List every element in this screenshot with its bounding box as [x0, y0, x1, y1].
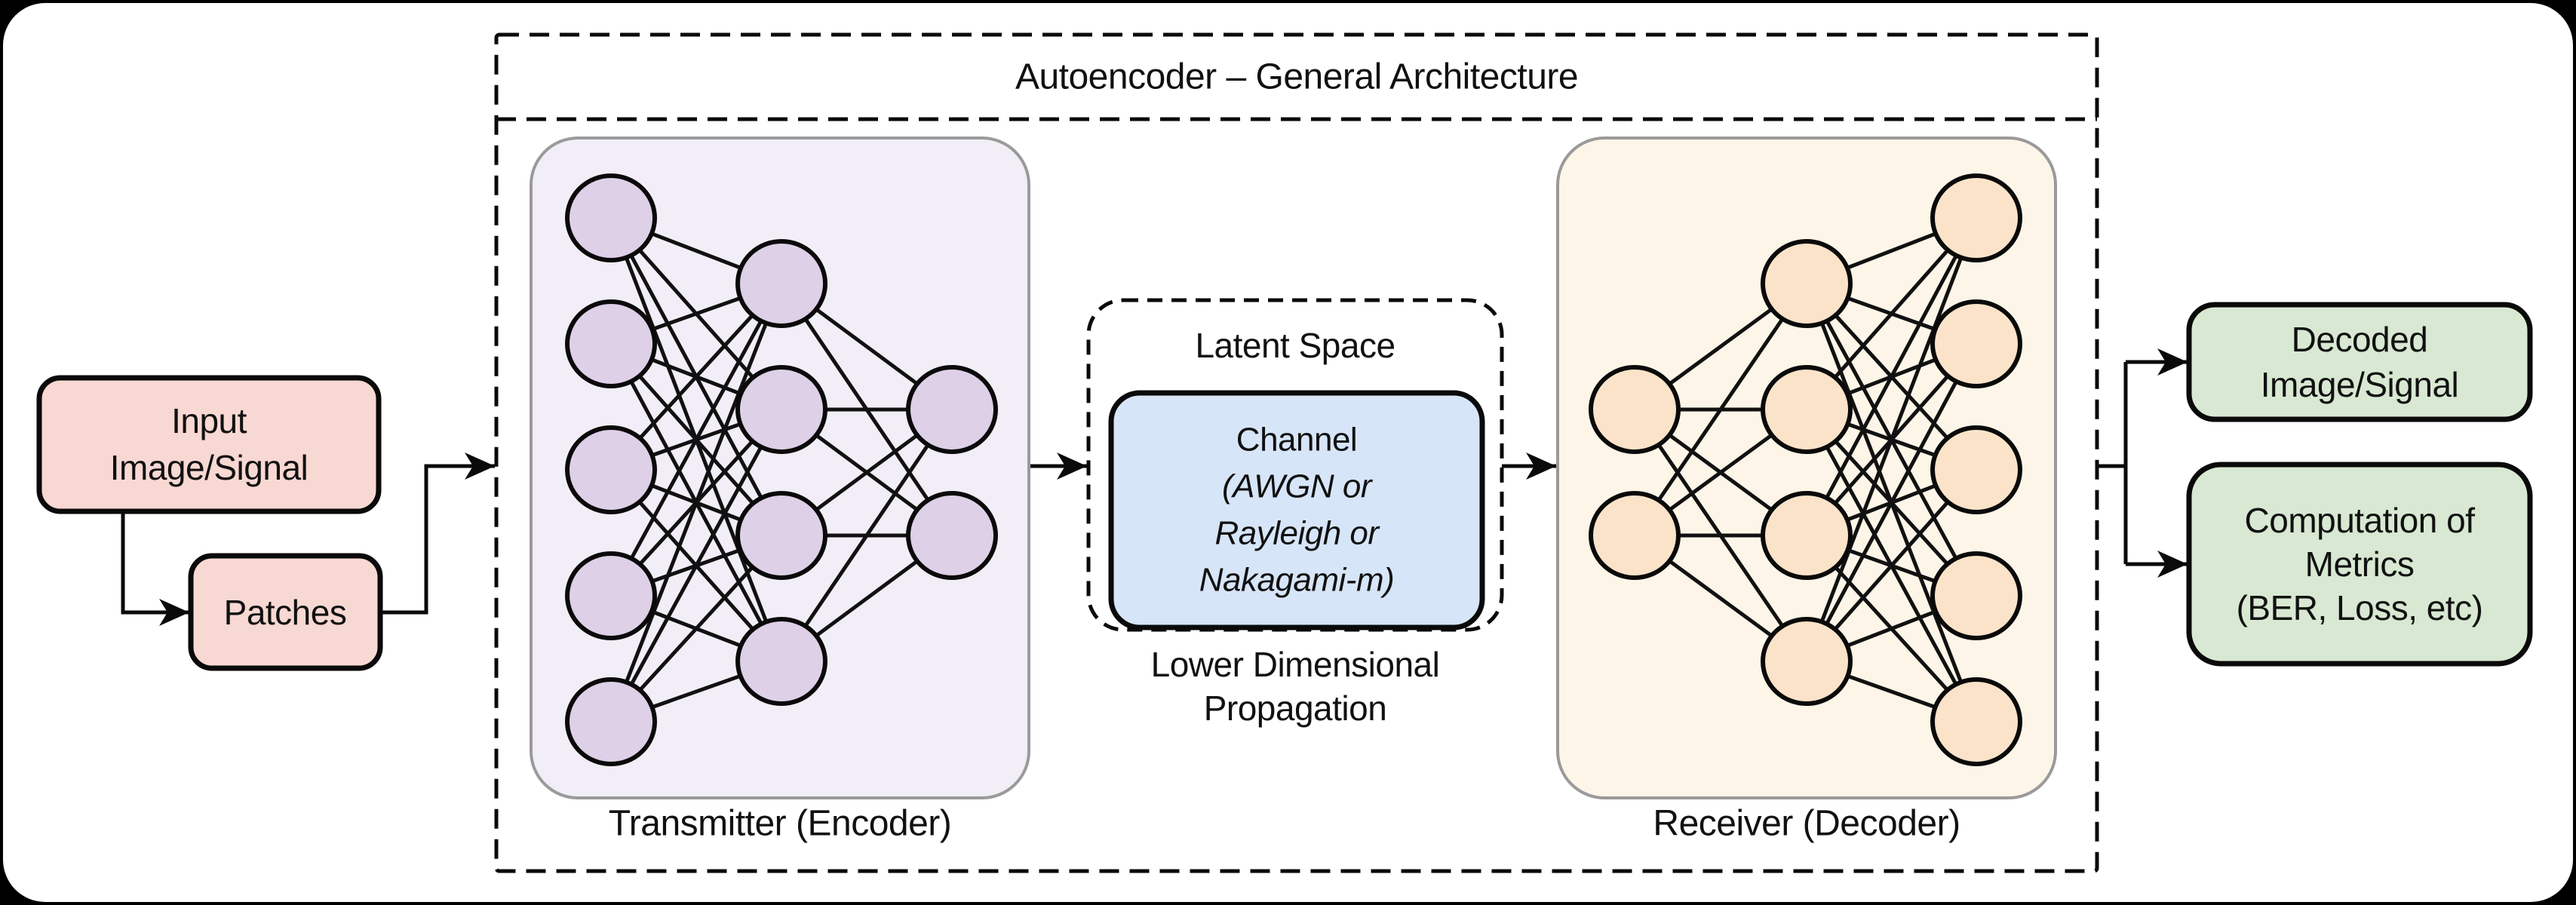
decoded-image-signal-box [2186, 302, 2533, 422]
network-edge [1632, 282, 1809, 537]
patches-box [188, 553, 383, 671]
network-edge [609, 283, 784, 722]
channel-label: Channel [1236, 422, 1357, 459]
network-node [1930, 551, 2022, 640]
diagram-title: Autoencoder – General Architecture [1015, 57, 1578, 97]
connector-input-to-patches [121, 511, 189, 626]
latent-space-dashed-box [1086, 298, 1504, 632]
network-node [1761, 617, 1853, 706]
latent-caption-line1: Lower Dimensional [1151, 645, 1440, 684]
network-node [1930, 299, 2022, 388]
network-node [565, 299, 657, 388]
network-node [735, 491, 827, 580]
network-node [1761, 491, 1853, 580]
network-node [735, 617, 827, 706]
computation-metrics-box [2186, 462, 2533, 667]
connector-patches-to-container [380, 452, 495, 615]
network-node [565, 173, 657, 262]
patches-box-label: Patches [224, 593, 347, 632]
latent-caption-line2: Propagation [1204, 689, 1387, 728]
decoded-box-line2: Image/Signal [2261, 365, 2459, 404]
transmitter-encoder-label: Transmitter (Encoder) [609, 804, 952, 844]
network-node [735, 365, 827, 454]
network-node [1589, 491, 1681, 580]
network-node [565, 425, 657, 514]
network-edge [1804, 342, 1979, 663]
network-edge [1804, 217, 1979, 662]
network-node [1761, 239, 1853, 328]
network-node [1930, 677, 2022, 766]
network-node [1761, 365, 1853, 454]
network-node [906, 365, 998, 454]
channel-detail-line2: Rayleigh or [1214, 515, 1380, 552]
encoder-network [565, 173, 998, 766]
decoded-box-line1: Decoded [2292, 320, 2428, 359]
network-node [1930, 173, 2022, 262]
network-node [1589, 365, 1681, 454]
channel-detail-line1: (AWGN or [1222, 468, 1374, 505]
input-box-line2: Image/Signal [110, 448, 309, 487]
network-edge [609, 282, 784, 597]
network-edge [609, 408, 784, 723]
metrics-box-line3: (BER, Loss, etc) [2237, 588, 2483, 627]
network-node [735, 239, 827, 328]
receiver-decoder-label: Receiver (Decoder) [1653, 804, 1960, 844]
network-node [1930, 425, 2022, 514]
decoder-network [1589, 173, 2022, 766]
network-edge [1804, 216, 1979, 537]
input-box-line1: Input [171, 401, 247, 440]
metrics-box-line2: Metrics [2305, 545, 2415, 584]
channel-box [1108, 390, 1485, 630]
network-node [565, 677, 657, 766]
network-edge [779, 408, 954, 663]
channel-detail-line3: Nakagami-m) [1199, 562, 1395, 599]
network-node [906, 491, 998, 580]
network-node [565, 551, 657, 640]
metrics-box-line1: Computation of [2245, 501, 2476, 540]
latent-space-label: Latent Space [1195, 326, 1395, 365]
input-image-signal-box [36, 375, 382, 514]
autoencoder-container-border [494, 32, 2099, 873]
